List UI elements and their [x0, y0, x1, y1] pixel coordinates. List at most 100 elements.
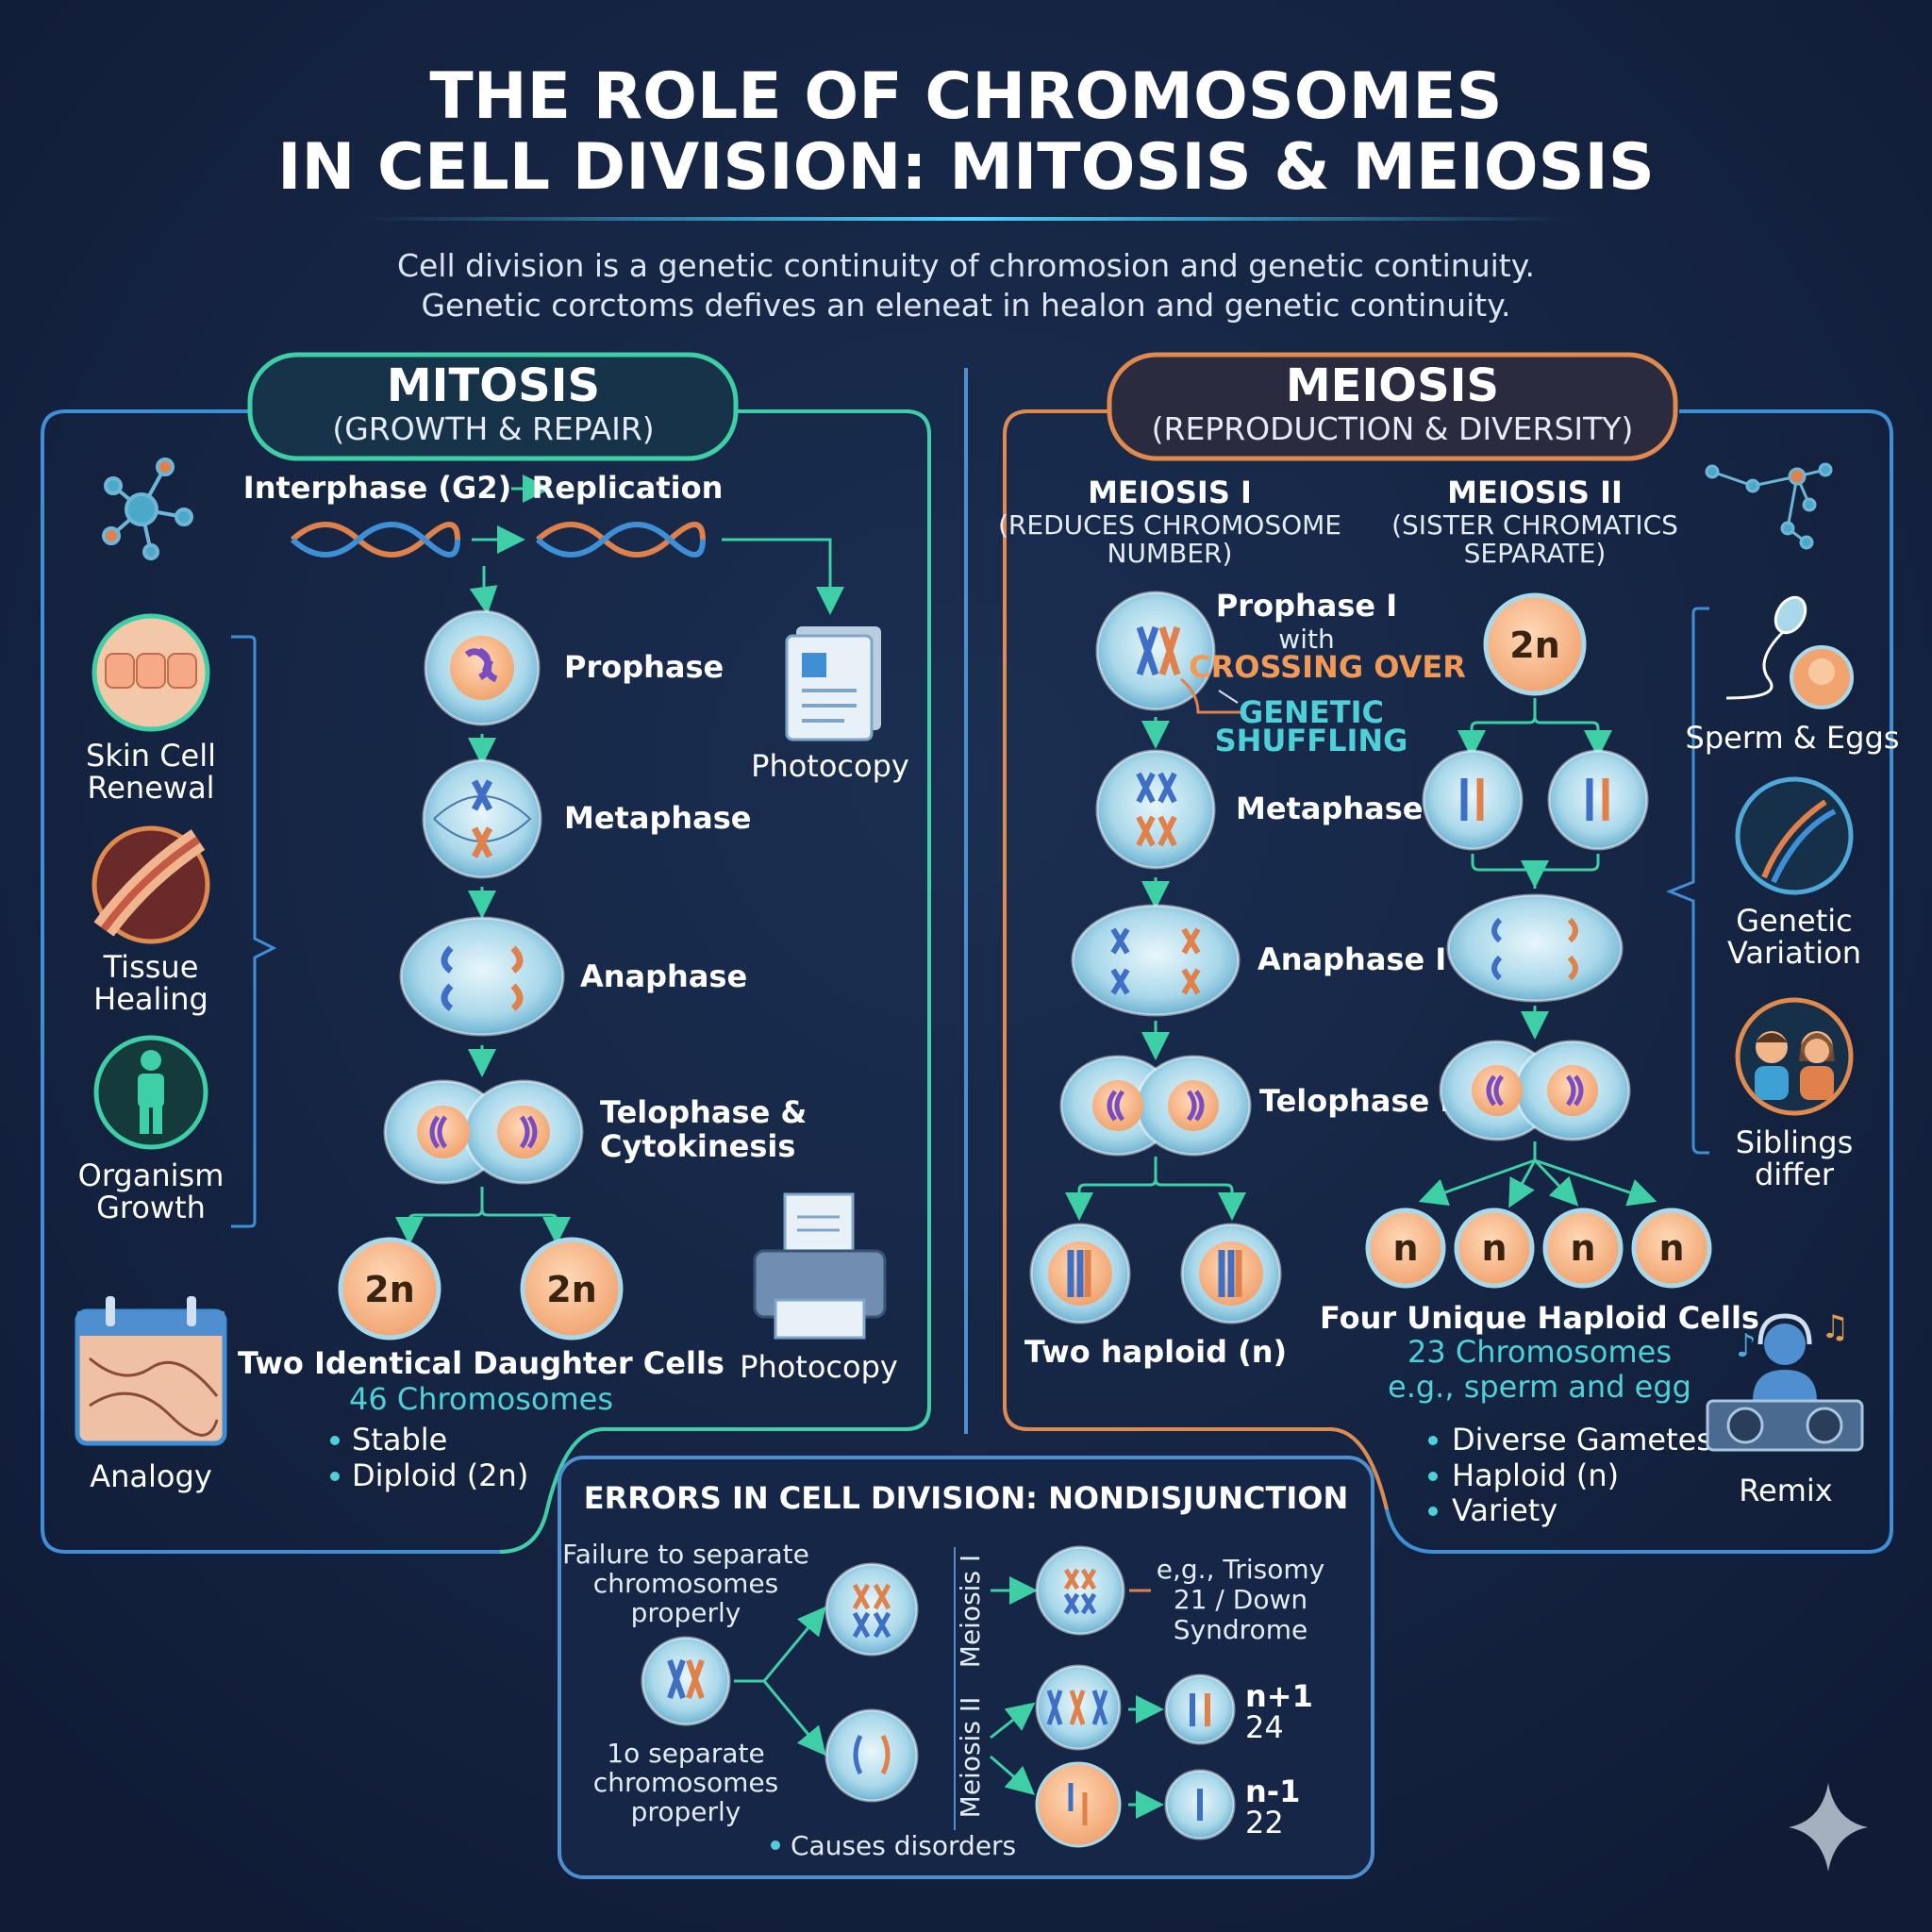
title-line-2: IN CELL DIVISION: MITOSIS & MEIOSIS [277, 130, 1655, 205]
meiosis-bullet-variety: Variety [1452, 1492, 1557, 1528]
error-source-cell [641, 1636, 731, 1726]
to-prophase-arrow [469, 566, 498, 615]
meiosis-header-pill [1107, 352, 1678, 461]
shuffling-label: SHUFFLING [1215, 723, 1408, 758]
meiosis-frame-accent [1003, 409, 1389, 1510]
daughter-cell-left [338, 1237, 441, 1341]
photocopy-arrow [722, 538, 844, 615]
meiosis-side-bracket [1665, 607, 1709, 1155]
mitosis-frame-accent [499, 409, 931, 1554]
fail1-line-3: properly [631, 1597, 741, 1628]
errors-frame [558, 1456, 1374, 1879]
metaphase1-cell [1095, 749, 1216, 870]
gamete-cell-3 [1542, 1208, 1624, 1289]
bullet-dot [1428, 1436, 1438, 1445]
tissue-healing-label-1: Tissue [103, 949, 199, 985]
gamete-label-1: n [1392, 1227, 1418, 1269]
gamete-cell-2 [1454, 1208, 1535, 1289]
anaphase-label: Anaphase [580, 958, 747, 994]
gamete-label-2: n [1481, 1227, 1507, 1269]
meiosis2-sub-2: SEPARATE) [1464, 538, 1607, 569]
meiosis1-vertical-label: Meiosis I [955, 1555, 986, 1668]
meiosis-panel: MEIOSIS (REPRODUCTION & DIVERSITY) MEIOS… [998, 352, 1900, 1554]
meiosis2-title: MEIOSIS II [1447, 475, 1623, 510]
meiosis2-vertical-label: Meiosis II [955, 1697, 986, 1819]
meiosis2-sub-1: (SISTER CHROMATICS [1391, 509, 1678, 541]
mitosis-result-title: Two Identical Daughter Cells [238, 1345, 724, 1381]
daughter-cell-right-label: 2n [546, 1269, 597, 1310]
meiosis2-anaphase-cell [1446, 893, 1624, 1003]
title-underline [358, 217, 1575, 221]
document-icon [785, 626, 881, 741]
mitosis-result-count: 46 Chromosomes [349, 1381, 613, 1417]
sperm-eggs-label: Sperm & Eggs [1686, 720, 1900, 756]
errors-title: ERRORS IN CELL DIVISION: NONDISJUNCTION [584, 1480, 1348, 1516]
meiosis-result-count: 23 Chromosomes [1407, 1334, 1672, 1370]
telophase1-cell [1059, 1055, 1252, 1157]
svg-text:♫: ♫ [1821, 1308, 1849, 1346]
trisomy-line-3: Syndrome [1174, 1614, 1307, 1645]
fail1-line-1: Failure to separate [562, 1539, 809, 1570]
telophase-cell [383, 1079, 584, 1185]
nminus-count: 22 [1245, 1805, 1284, 1840]
genetic-label: GENETIC [1239, 694, 1384, 730]
telophase-label-1: Telophase & [600, 1094, 807, 1130]
organism-growth-label-1: Organism [78, 1158, 225, 1193]
meiosis2-metaphase-left [1422, 749, 1524, 851]
prophase1-cell [1095, 591, 1216, 711]
meiosis-result-example: e.g., sperm and egg [1388, 1369, 1691, 1405]
nminus-cell [1035, 1761, 1122, 1848]
nminus-arrow-in [990, 1755, 1036, 1795]
meiosis1-sub-1: (REDUCES CHROMOSOME [998, 509, 1341, 541]
bullet-dot [771, 1840, 780, 1850]
sperm-egg-icon [1725, 595, 1854, 709]
meiosis2-metaphase-right [1547, 749, 1649, 851]
photocopy-label-top: Photocopy [751, 748, 909, 784]
meiosis1-sub-2: NUMBER) [1108, 538, 1233, 569]
nminus-label: n-1 [1245, 1774, 1300, 1809]
error-meiosis2-cell [824, 1708, 919, 1803]
dna-variation-icon [1735, 776, 1854, 895]
errors-bullet: Causes disorders [791, 1830, 1016, 1861]
dna-helix-icon [290, 522, 460, 558]
intro-line-2: Genetic corctoms defives an eleneat in h… [421, 287, 1510, 324]
bullet-dot [330, 1472, 340, 1481]
nplus-result-cell [1164, 1674, 1236, 1745]
siblings-label-1: Siblings [1736, 1124, 1854, 1160]
crossing-over-pointer [1180, 677, 1243, 714]
mitosis-header-pill [247, 352, 739, 461]
organism-growth-label-2: Growth [96, 1190, 206, 1225]
mitosis-bullet-stable: Stable [352, 1422, 447, 1457]
replicated-dna-icon [535, 522, 706, 558]
prophase-label: Prophase [564, 649, 724, 685]
trisomy-line-1: e,g., Trisomy [1157, 1554, 1324, 1585]
prophase-cell [424, 609, 541, 726]
bullet-dot [330, 1436, 340, 1445]
variation-label-1: Genetic [1736, 903, 1852, 939]
two-haploid-label: Two haploid (n) [1024, 1334, 1287, 1370]
nplus-arrow-in [990, 1702, 1036, 1740]
split-arrow-right [480, 1208, 571, 1245]
meiosis-bullet-haploid: Haploid (n) [1452, 1457, 1619, 1493]
mitosis-side-bracket [231, 635, 277, 1228]
interphase-label: Interphase (G2) [243, 470, 511, 506]
telophase-label-2: Cytokinesis [600, 1128, 795, 1164]
person-growth-icon [93, 1035, 208, 1150]
anaphase-cell [399, 916, 565, 1037]
meiosis2-start-cell [1483, 592, 1587, 696]
fail1-line-2: chromosomes [593, 1568, 778, 1599]
gamete-label-3: n [1570, 1227, 1595, 1269]
title-line-1: THE ROLE OF CHROMOSOMES [429, 59, 1502, 134]
gamete-cell-1 [1365, 1208, 1446, 1289]
constellation-icon [1705, 462, 1833, 550]
daughter-cell-right [520, 1237, 624, 1341]
skin-cell-label-1: Skin Cell [86, 738, 216, 774]
skin-cell-label-2: Renewal [87, 770, 214, 806]
fail2-line-2: chromosomes [593, 1767, 778, 1798]
metaphase-cell [422, 758, 542, 879]
meiosis2-start-label: 2n [1509, 625, 1560, 666]
siblings-label-2: differ [1755, 1157, 1835, 1192]
dj-mixer-icon: ♪ ♫ [1706, 1308, 1864, 1452]
analogy-label: Analogy [90, 1458, 212, 1494]
shuffling-pointer [1218, 690, 1239, 704]
